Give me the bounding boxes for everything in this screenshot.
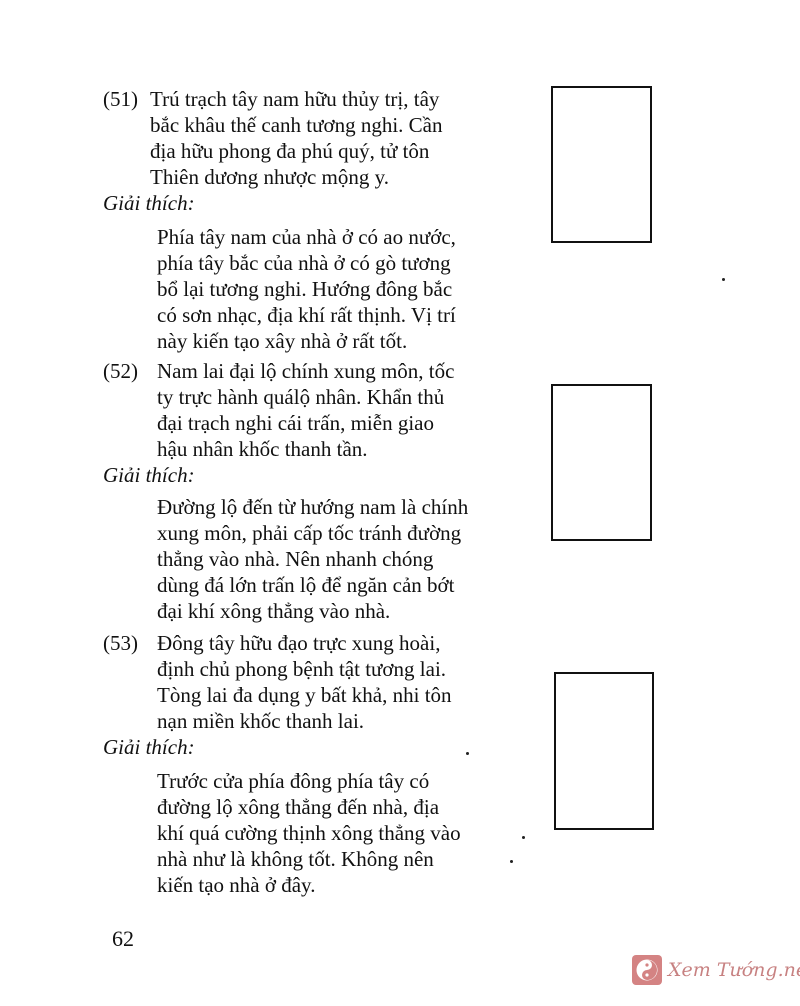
- scan-speck: [522, 836, 525, 839]
- scan-speck: [510, 860, 513, 863]
- scan-speck: [722, 278, 725, 281]
- scan-speck: [466, 752, 469, 755]
- watermark-text: Xem Tướng.net: [668, 959, 800, 981]
- page-number: 62: [112, 926, 134, 951]
- diagram-box: [551, 86, 652, 243]
- entry-number: (53): [103, 631, 138, 655]
- diagram-box: [551, 384, 652, 541]
- entry-explanation: Đường lộ đến từ hướng nam là chính xung …: [157, 495, 469, 623]
- diagram-box: [554, 672, 654, 830]
- explanation-label: Giải thích:: [103, 191, 195, 215]
- entry-verse: Nam lai đại lộ chính xung môn, tốc ty tr…: [157, 359, 455, 461]
- entry-number: (51): [103, 87, 138, 111]
- entry-number: (52): [103, 359, 138, 383]
- yin-yang-icon: [632, 955, 662, 985]
- entry-explanation: Phía tây nam của nhà ở có ao nước, phía …: [157, 225, 456, 353]
- explanation-label: Giải thích:: [103, 735, 195, 759]
- entry-verse: Trú trạch tây nam hữu thủy trị, tây bắc …: [150, 87, 443, 189]
- watermark: Xem Tướng.net: [632, 950, 800, 990]
- entry-verse: Đông tây hữu đạo trực xung hoài, định ch…: [157, 631, 452, 733]
- explanation-label: Giải thích:: [103, 463, 195, 487]
- entry-explanation: Trước cửa phía đông phía tây có đường lộ…: [157, 769, 461, 897]
